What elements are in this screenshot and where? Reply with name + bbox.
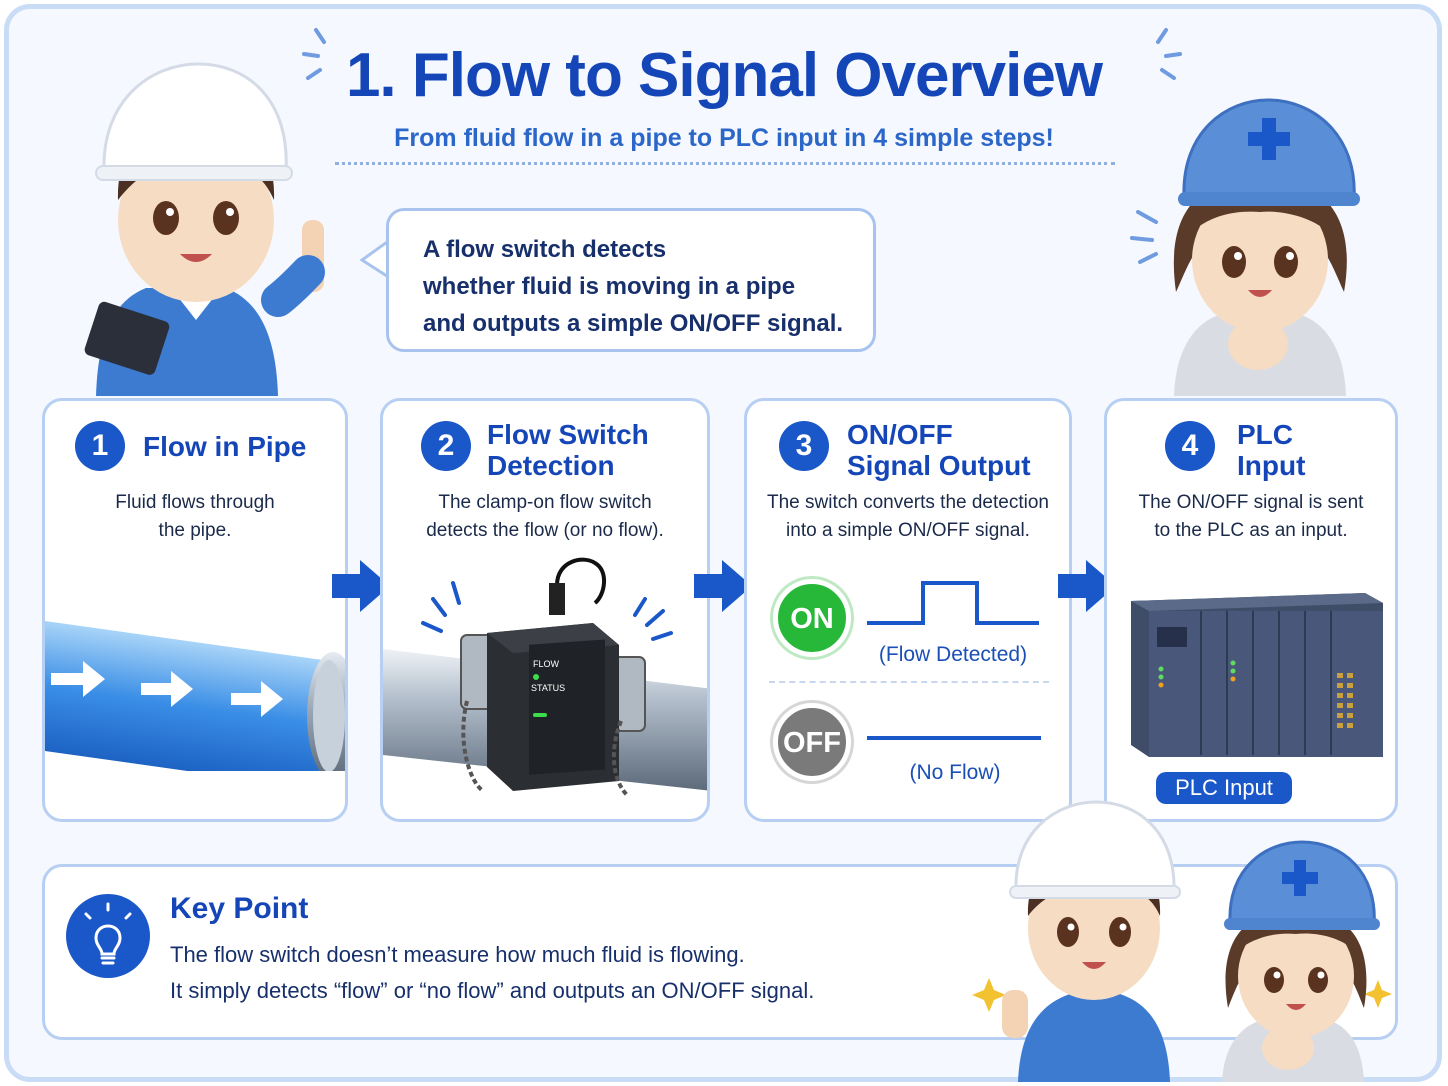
speech-bubble-line: and outputs a simple ON/OFF signal. bbox=[423, 310, 844, 337]
off-signal-label: (No Flow) bbox=[909, 761, 1001, 784]
step-title: Flow in Pipe bbox=[143, 431, 306, 462]
step-description-line: to the PLC as an input. bbox=[1154, 520, 1348, 541]
step-title: ON/OFF Signal Output bbox=[847, 419, 1031, 481]
step-title: Flow Switch Detection bbox=[487, 419, 649, 481]
step-description-line: The clamp-on flow switch bbox=[438, 492, 652, 513]
speech-bubble-tail bbox=[360, 238, 391, 280]
step-description: The clamp-on flow switch detects the flo… bbox=[383, 489, 707, 545]
step-card-plc-input: 4 PLC Input The ON/OFF signal is sent to… bbox=[1104, 398, 1398, 822]
on-pulse-waveform bbox=[867, 581, 1039, 625]
flow-arrow-right-icon bbox=[1058, 560, 1116, 612]
step-title-line: Flow in Pipe bbox=[143, 431, 307, 462]
step-description-line: Fluid flows through bbox=[115, 492, 275, 513]
key-point-line: The flow switch doesn’t measure how much… bbox=[170, 942, 745, 967]
step-title: PLC Input bbox=[1237, 419, 1305, 481]
signal-divider bbox=[769, 681, 1049, 683]
off-badge: OFF bbox=[773, 703, 851, 781]
step-card-signal-output: 3 ON/OFF Signal Output The switch conver… bbox=[744, 398, 1072, 822]
step-description-line: The ON/OFF signal is sent bbox=[1138, 492, 1364, 513]
engineers-thumbs-up-illustration bbox=[972, 800, 1392, 1082]
lightbulb-icon bbox=[66, 894, 150, 978]
key-point-line: It simply detects “flow” or “no flow” an… bbox=[170, 978, 815, 1003]
clamp-on-flow-switch-illustration: FLOW STATUS bbox=[383, 557, 707, 797]
step-number-badge: 3 bbox=[779, 421, 829, 471]
step-description-line: the pipe. bbox=[158, 520, 232, 541]
key-point-title: Key Point bbox=[170, 892, 309, 925]
step-title-line: Signal Output bbox=[847, 450, 1031, 481]
step-description: The switch converts the detection into a… bbox=[747, 489, 1069, 545]
step-description-line: detects the flow (or no flow). bbox=[426, 520, 664, 541]
on-badge: ON bbox=[773, 579, 851, 657]
speech-bubble-line: A flow switch detects bbox=[423, 236, 667, 263]
speech-bubble-line: whether fluid is moving in a pipe bbox=[423, 273, 796, 300]
engineer-female-illustration bbox=[1130, 98, 1360, 396]
page-title: 1. Flow to Signal Overview bbox=[345, 41, 1103, 110]
step-description-line: into a simple ON/OFF signal. bbox=[786, 520, 1030, 541]
title-burst-right-icon bbox=[1156, 28, 1182, 80]
device-label-flow: FLOW bbox=[533, 659, 560, 669]
step-number-badge: 4 bbox=[1165, 421, 1215, 471]
step-title-line: PLC bbox=[1237, 419, 1293, 450]
engineer-male-pointing-illustration bbox=[84, 62, 325, 396]
step-card-flow-in-pipe: 1 Flow in Pipe Fluid flows through the p… bbox=[42, 398, 348, 822]
step-title-line: ON/OFF bbox=[847, 419, 953, 450]
step-title-line: Detection bbox=[487, 450, 615, 481]
step-description-line: The switch converts the detection bbox=[767, 492, 1049, 513]
pipe-with-flowing-water-illustration bbox=[45, 621, 345, 771]
step-number-badge: 1 bbox=[75, 421, 125, 471]
step-description: The ON/OFF signal is sent to the PLC as … bbox=[1107, 489, 1395, 545]
plc-unit-illustration bbox=[1131, 593, 1383, 757]
page-subtitle: From fluid flow in a pipe to PLC input i… bbox=[394, 124, 1054, 152]
step-description: Fluid flows through the pipe. bbox=[45, 489, 345, 545]
flow-arrow-right-icon bbox=[694, 560, 752, 612]
off-flat-waveform bbox=[867, 736, 1041, 740]
device-label-status: STATUS bbox=[531, 683, 565, 693]
step-card-flow-switch-detection: 2 Flow Switch Detection The clamp-on flo… bbox=[380, 398, 710, 822]
speech-bubble: A flow switch detects whether fluid is m… bbox=[386, 208, 876, 352]
title-divider bbox=[335, 162, 1115, 165]
step-number-badge: 2 bbox=[421, 421, 471, 471]
title-burst-left-icon bbox=[302, 28, 326, 80]
step-title-line: Input bbox=[1237, 450, 1306, 481]
plc-input-tag: PLC Input bbox=[1156, 772, 1292, 804]
step-title-line: Flow Switch bbox=[487, 419, 649, 450]
on-signal-label: (Flow Detected) bbox=[878, 643, 1028, 666]
flow-arrow-right-icon bbox=[332, 560, 390, 612]
